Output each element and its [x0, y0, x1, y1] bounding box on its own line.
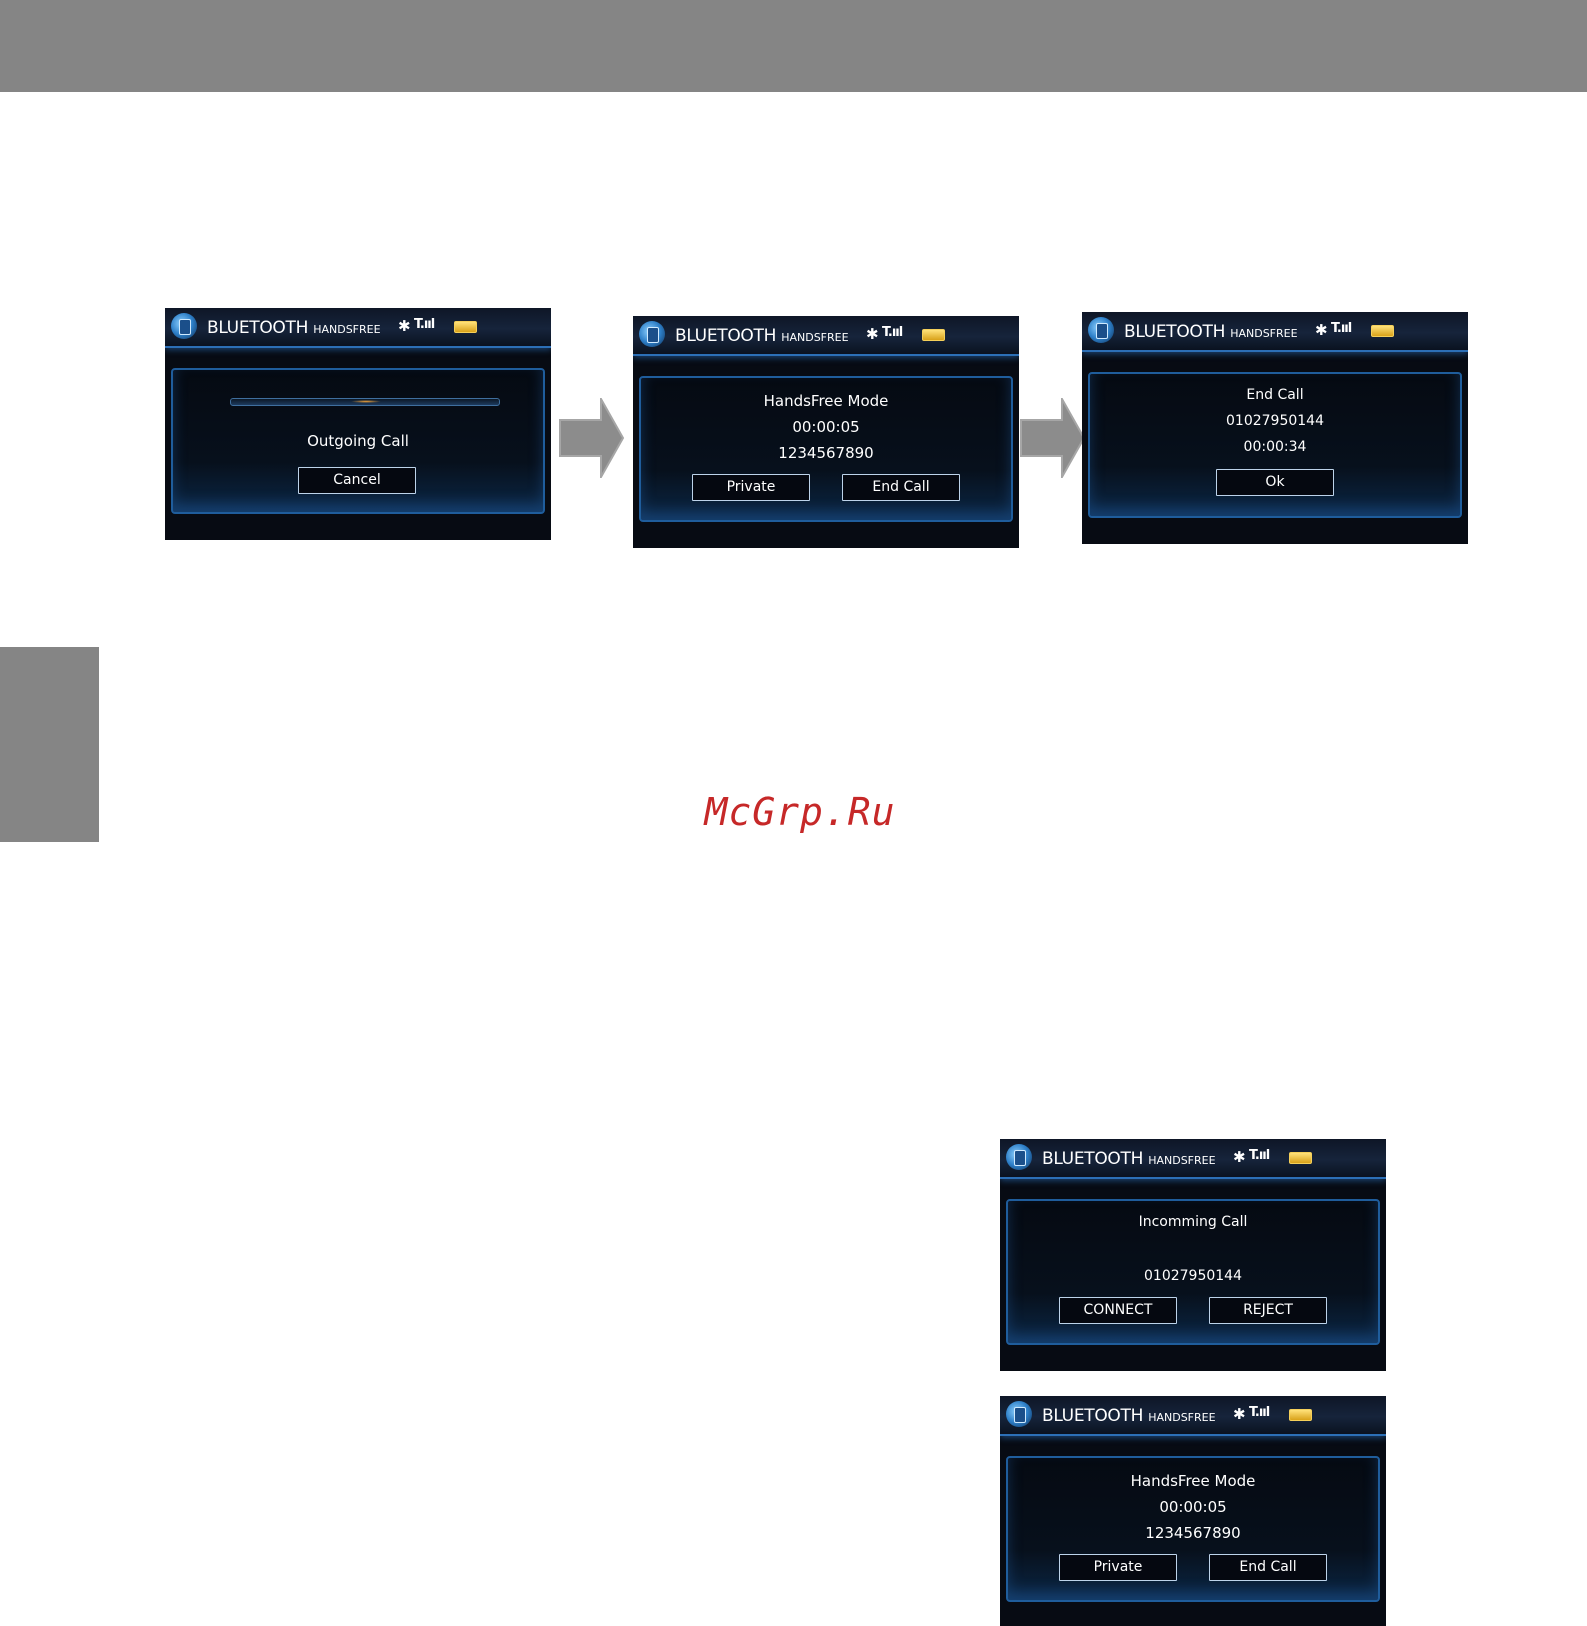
flow-arrow-icon [1020, 398, 1086, 478]
brand-title: BLUETOOTH HANDSFREE [1124, 322, 1298, 342]
signal-strength-icon: T.ııl [1249, 1148, 1270, 1163]
phone-app-icon [1006, 1401, 1032, 1427]
screen-titlebar: BLUETOOTH HANDSFREE ✱ T.ııl [1000, 1139, 1386, 1179]
signal-strength-icon: T.ııl [414, 317, 435, 332]
handsfree-screen: BLUETOOTH HANDSFREE ✱ T.ııl HandsFree Mo… [633, 316, 1019, 548]
call-mode: HandsFree Mode [1130, 1472, 1256, 1490]
screen-titlebar: BLUETOOTH HANDSFREE ✱ T.ııl [1000, 1396, 1386, 1436]
watermark: McGrp.Ru [704, 790, 896, 834]
bluetooth-icon: ✱ [1233, 1148, 1246, 1166]
bluetooth-icon: ✱ [398, 317, 411, 335]
call-status: Outgoing Call [307, 432, 409, 450]
phone-app-icon [639, 321, 665, 347]
call-duration: 00:00:34 [1243, 439, 1307, 455]
phone-number: 1234567890 [778, 444, 874, 462]
call-status: End Call [1246, 387, 1304, 403]
brand-title: BLUETOOTH HANDSFREE [675, 326, 849, 346]
phone-app-icon [1006, 1144, 1032, 1170]
brand-title: BLUETOOTH HANDSFREE [1042, 1406, 1216, 1426]
call-panel: Outgoing Call Cancel [171, 368, 545, 514]
signal-strength-icon: T.ııl [882, 325, 903, 340]
bluetooth-icon: ✱ [1315, 321, 1328, 339]
outgoing-call-screen: BLUETOOTH HANDSFREE ✱ T.ııl Outgoing Cal… [165, 308, 551, 540]
call-status: Incomming Call [1138, 1214, 1248, 1230]
private-button[interactable]: Private [692, 474, 810, 501]
bluetooth-icon: ✱ [1233, 1405, 1246, 1423]
handsfree-screen: BLUETOOTH HANDSFREE ✱ T.ııl HandsFree Mo… [1000, 1396, 1386, 1626]
call-panel: Incomming Call 01027950144 CONNECT REJEC… [1006, 1199, 1380, 1345]
bluetooth-icon: ✱ [866, 325, 879, 343]
call-panel: HandsFree Mode 00:00:05 1234567890 Priva… [1006, 1456, 1380, 1602]
call-mode: HandsFree Mode [763, 392, 889, 410]
brand-title: BLUETOOTH HANDSFREE [207, 318, 381, 338]
flow-arrow-icon [559, 398, 625, 478]
ok-button[interactable]: Ok [1216, 469, 1334, 496]
screen-titlebar: BLUETOOTH HANDSFREE ✱ T.ııl [1082, 312, 1468, 352]
screen-titlebar: BLUETOOTH HANDSFREE ✱ T.ııl [633, 316, 1019, 356]
call-panel: HandsFree Mode 00:00:05 1234567890 Priva… [639, 376, 1013, 522]
call-duration: 00:00:05 [792, 418, 860, 436]
end-call-button[interactable]: End Call [842, 474, 960, 501]
battery-icon [454, 321, 477, 333]
battery-icon [1289, 1409, 1312, 1421]
end-call-button[interactable]: End Call [1209, 1554, 1327, 1581]
brand-title: BLUETOOTH HANDSFREE [1042, 1149, 1216, 1169]
phone-number: 1234567890 [1145, 1524, 1241, 1542]
cancel-button[interactable]: Cancel [298, 467, 416, 494]
call-panel: End Call 01027950144 00:00:34 Ok [1088, 372, 1462, 518]
phone-number: 01027950144 [1144, 1268, 1242, 1284]
phone-app-icon [171, 313, 197, 339]
battery-icon [922, 329, 945, 341]
battery-icon [1289, 1152, 1312, 1164]
call-duration: 00:00:05 [1159, 1498, 1227, 1516]
signal-strength-icon: T.ııl [1331, 321, 1352, 336]
phone-number: 01027950144 [1226, 413, 1324, 429]
phone-app-icon [1088, 317, 1114, 343]
screen-titlebar: BLUETOOTH HANDSFREE ✱ T.ııl [165, 308, 551, 348]
reject-button[interactable]: REJECT [1209, 1297, 1327, 1324]
end-call-screen: BLUETOOTH HANDSFREE ✱ T.ııl End Call 010… [1082, 312, 1468, 544]
chapter-tab [0, 647, 99, 842]
battery-icon [1371, 325, 1394, 337]
connect-button[interactable]: CONNECT [1059, 1297, 1177, 1324]
call-progress-bar [230, 398, 500, 406]
header-band [0, 0, 1587, 92]
signal-strength-icon: T.ııl [1249, 1405, 1270, 1420]
private-button[interactable]: Private [1059, 1554, 1177, 1581]
incoming-call-screen: BLUETOOTH HANDSFREE ✱ T.ııl Incomming Ca… [1000, 1139, 1386, 1371]
